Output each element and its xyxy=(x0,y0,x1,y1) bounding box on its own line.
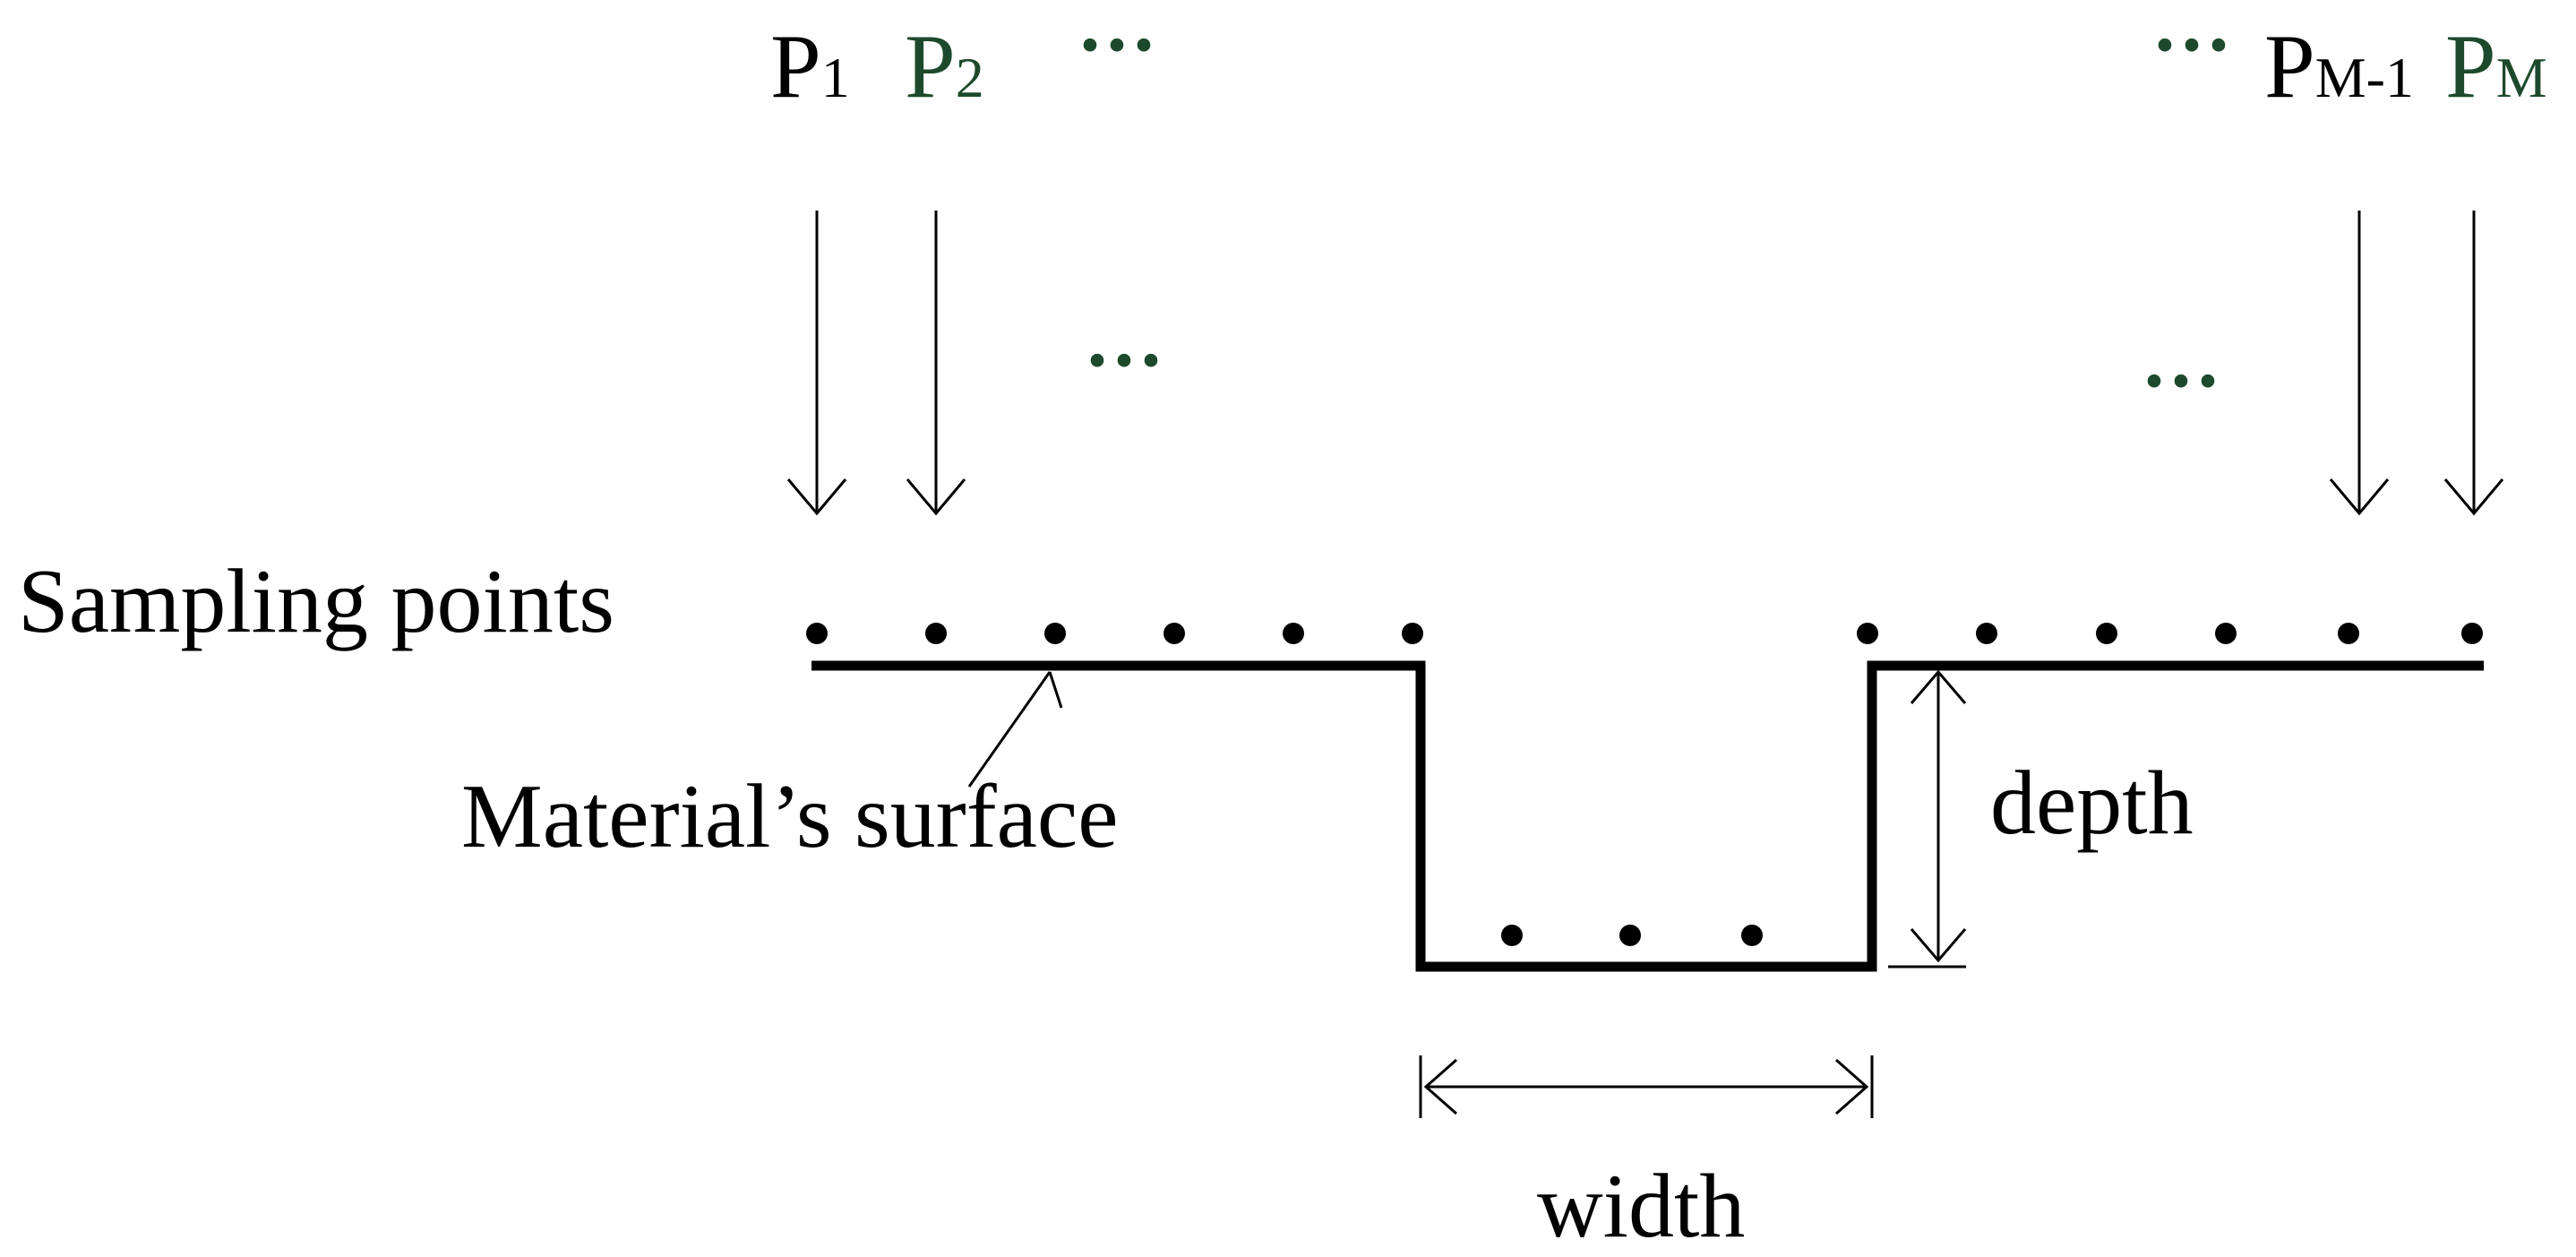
sampling-point xyxy=(1976,623,1997,644)
beam-label-pm1: PM-1 xyxy=(2264,16,2414,117)
width-dimension xyxy=(1419,1055,1874,1118)
sampling-points-label: Sampling points xyxy=(18,551,614,652)
sampling-point xyxy=(1163,623,1185,644)
surface-leader-tick xyxy=(1048,671,1063,709)
sampling-point xyxy=(1044,623,1066,644)
beam-label-p1: P1 xyxy=(770,16,850,117)
sampling-point xyxy=(2461,623,2483,644)
beam-arrow-p1 xyxy=(786,211,847,516)
sampling-point xyxy=(2215,623,2237,644)
depth-label: depth xyxy=(1990,753,2194,854)
beam-ellipsis-mid-left: ··· xyxy=(1084,316,1164,405)
sampling-point xyxy=(2338,623,2359,644)
beam-arrow-pm xyxy=(2443,211,2504,516)
width-label: width xyxy=(1537,1156,1745,1257)
sampling-point xyxy=(925,623,947,644)
beam-label-pm: PM xyxy=(2445,16,2547,117)
depth-dimension xyxy=(1888,664,1967,969)
sampling-points xyxy=(806,623,2483,946)
sampling-point xyxy=(806,623,828,644)
beam-arrow-pm1 xyxy=(2329,211,2390,516)
sampling-point xyxy=(1619,925,1641,946)
beam-arrow-p2 xyxy=(906,211,966,516)
material-surface-label: Material’s surface xyxy=(461,766,1118,867)
sampling-point xyxy=(1283,623,1304,644)
sampling-point xyxy=(1857,623,1878,644)
beam-ellipsis-right: ··· xyxy=(2151,1,2232,90)
beam-ellipsis-left: ··· xyxy=(1077,1,1157,90)
sampling-point xyxy=(1501,925,1523,946)
sampling-point xyxy=(2096,623,2117,644)
sampling-point xyxy=(1741,925,1763,946)
beam-label-p2: P2 xyxy=(905,16,984,117)
sampling-point xyxy=(1402,623,1423,644)
material-surface-profile xyxy=(811,660,2484,972)
beam-ellipsis-mid-right: ··· xyxy=(2141,337,2221,426)
surface-leader-line xyxy=(967,671,1052,788)
